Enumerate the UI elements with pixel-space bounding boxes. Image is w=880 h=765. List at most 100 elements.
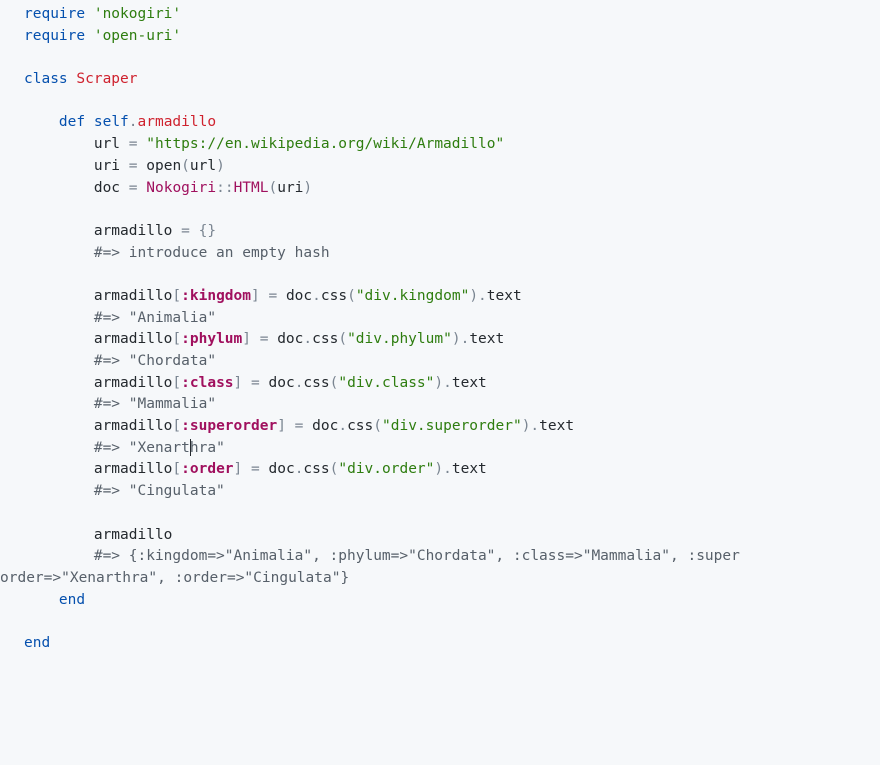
string-literal: "div.class" — [338, 374, 435, 391]
string-literal: 'open-uri' — [93, 27, 182, 44]
paren: ) — [216, 157, 225, 174]
text-cursor — [189, 439, 191, 457]
code-line-end-class: end — [24, 633, 880, 655]
bracket: ] — [242, 331, 251, 348]
dot-operator: . — [303, 331, 313, 348]
string-literal: "div.superorder" — [382, 418, 522, 435]
code-comment: #=> "Cingulata" — [24, 481, 880, 503]
string-literal: "div.order" — [338, 461, 435, 478]
method-call: text — [539, 418, 575, 435]
comment: #=> introduce an empty hash — [93, 244, 330, 261]
constant: HTML — [233, 179, 269, 196]
function-call: open — [146, 157, 182, 174]
bracket: [ — [172, 287, 182, 304]
keyword: end — [24, 634, 51, 651]
dot-operator: . — [443, 374, 452, 391]
variable: armadillo — [93, 222, 173, 239]
code-line-uri: uri = open(url) — [24, 156, 880, 178]
scope-operator: :: — [216, 179, 234, 196]
code-line-assign-class: armadillo[:class] = doc.css("div.class")… — [24, 373, 880, 395]
symbol: :superorder — [181, 418, 278, 435]
code-line-end-def: end — [24, 590, 880, 612]
paren: ( — [329, 461, 339, 478]
method-call: css — [312, 331, 339, 348]
comment: #=> {:kingdom=>"Animalia", :phylum=>"Cho… — [93, 548, 740, 565]
paren: ( — [347, 287, 356, 304]
code-line-hash-init: armadillo = {} — [24, 221, 880, 243]
method-call: css — [303, 374, 330, 391]
dot-operator: . — [460, 331, 470, 348]
paren: ( — [329, 374, 339, 391]
method-call: text — [486, 287, 522, 304]
variable: uri — [93, 157, 121, 174]
operator: = — [128, 136, 138, 153]
method-call: css — [303, 461, 330, 478]
keyword: def — [58, 114, 86, 131]
blank-line — [24, 611, 880, 633]
code-comment-wrapped: order=>"Xenarthra", :order=>"Cingulata"} — [0, 568, 880, 590]
bracket: [ — [172, 418, 182, 435]
operator: = — [251, 461, 260, 478]
bracket: [ — [172, 374, 182, 391]
comment: #=> "Mammalia" — [93, 396, 217, 413]
operator: = — [128, 179, 138, 196]
method-call: text — [451, 461, 487, 478]
dot-operator: . — [312, 287, 321, 304]
variable: doc — [93, 179, 121, 196]
comment-part: #=> "Xenart — [93, 439, 190, 456]
paren: ( — [181, 157, 190, 174]
paren: ) — [469, 287, 479, 304]
dot-operator: . — [294, 461, 304, 478]
comment-part: hra" — [189, 439, 225, 456]
bracket: [ — [172, 461, 182, 478]
object: doc — [277, 331, 304, 348]
string-literal: "div.phylum" — [347, 331, 452, 348]
method-call: text — [451, 374, 487, 391]
bracket: ] — [277, 418, 286, 435]
blank-line — [24, 199, 880, 221]
variable: armadillo — [93, 461, 173, 478]
code-line-return: armadillo — [24, 525, 880, 547]
comment: order=>"Xenarthra", :order=>"Cingulata"} — [0, 569, 350, 586]
code-line-class-def: class Scraper — [24, 69, 880, 91]
symbol: :phylum — [181, 331, 243, 348]
variable: armadillo — [93, 526, 173, 543]
argument: uri — [277, 179, 304, 196]
symbol: :order — [181, 461, 234, 478]
blank-line — [24, 47, 880, 69]
keyword: class — [24, 71, 68, 88]
blank-line — [24, 264, 880, 286]
code-comment: #=> introduce an empty hash — [24, 243, 880, 265]
code-comment: #=> "Xenarthra" — [24, 438, 880, 460]
code-line-doc: doc = Nokogiri::HTML(uri) — [24, 178, 880, 200]
paren: ) — [434, 461, 444, 478]
object: doc — [268, 461, 295, 478]
paren: ) — [521, 418, 531, 435]
comment: #=> "Chordata" — [93, 353, 217, 369]
object: doc — [268, 374, 295, 391]
operator: = — [268, 287, 278, 304]
code-line-assign-phylum: armadillo[:phylum] = doc.css("div.phylum… — [24, 329, 880, 351]
string-literal: 'nokogiri' — [93, 6, 182, 22]
operator: = — [259, 331, 269, 348]
dot-operator: . — [338, 418, 348, 435]
blank-line — [24, 91, 880, 113]
code-comment: #=> "Animalia" — [24, 308, 880, 330]
code-comment: #=> "Chordata" — [24, 351, 880, 373]
dot-operator: . — [443, 461, 452, 478]
hash-literal: {} — [198, 222, 217, 239]
dot-operator: . — [294, 374, 304, 391]
code-comment: #=> {:kingdom=>"Animalia", :phylum=>"Cho… — [24, 546, 880, 568]
paren: ( — [373, 418, 382, 435]
object: doc — [312, 418, 339, 435]
blank-line — [24, 503, 880, 525]
comment: #=> "Animalia" — [93, 309, 217, 326]
code-comment: #=> "Mammalia" — [24, 394, 880, 416]
paren: ) — [303, 179, 313, 196]
symbol: :class — [181, 374, 234, 391]
variable: armadillo — [93, 374, 173, 391]
dot-operator: . — [478, 287, 487, 304]
string-literal: "div.kingdom" — [355, 287, 470, 304]
code-line-assign-order: armadillo[:order] = doc.css("div.order")… — [24, 459, 880, 481]
